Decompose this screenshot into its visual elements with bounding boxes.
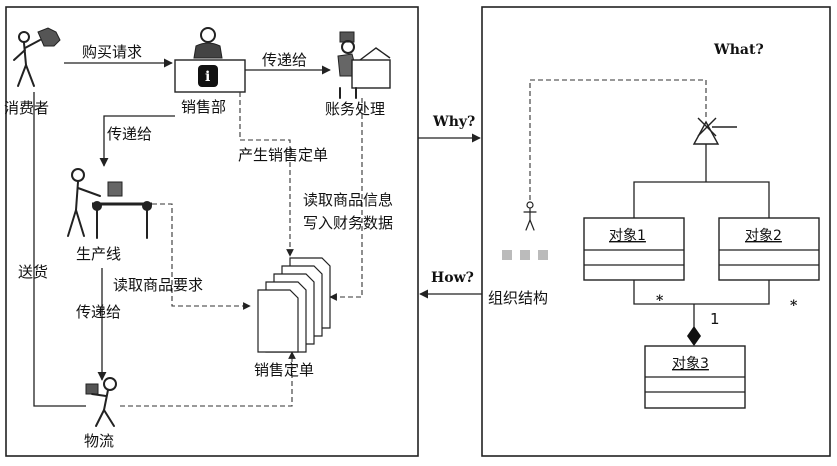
generalization-symbol-icon bbox=[692, 117, 737, 145]
deliver-label: 送货 bbox=[18, 263, 48, 281]
production-line-label: 生产线 bbox=[76, 245, 121, 263]
sales-order-documents-icon bbox=[257, 257, 331, 353]
composition-diamond-icon bbox=[687, 326, 701, 346]
multiplicity-left: * bbox=[656, 293, 664, 309]
object-3-label: 对象3 bbox=[672, 356, 709, 372]
generate-order-label: 产生销售定单 bbox=[238, 146, 328, 164]
transfer-to-production-arrow bbox=[99, 115, 175, 167]
production-line-icon bbox=[67, 168, 152, 239]
read-requirements-arrow bbox=[152, 203, 251, 310]
inheritance-lines bbox=[633, 181, 770, 218]
sales-dept-label: 销售部 bbox=[181, 98, 226, 116]
read-product-info-label-1: 读取商品信息 bbox=[303, 191, 393, 209]
org-structure-label: 组织结构 bbox=[488, 289, 548, 307]
object-1-box bbox=[583, 217, 685, 281]
object-1-label: 对象1 bbox=[609, 228, 646, 244]
read-product-info-label-2: 写入财务数据 bbox=[303, 214, 393, 232]
generate-order-arrow bbox=[239, 92, 294, 257]
logistics-label: 物流 bbox=[84, 432, 114, 450]
why-label: Why? bbox=[432, 114, 475, 130]
consumer-label: 消费者 bbox=[4, 99, 49, 117]
object-2-box bbox=[718, 217, 820, 281]
transfer-to-logistics-label: 传递给 bbox=[76, 303, 121, 321]
org-actor-icon bbox=[523, 201, 537, 231]
composition-lines bbox=[633, 280, 770, 305]
sales-desk-icon: i bbox=[174, 27, 246, 93]
read-product-info-arrow bbox=[329, 98, 363, 301]
business-process-panel bbox=[5, 6, 419, 457]
object-3-box bbox=[644, 345, 746, 409]
transfer-to-accounting-label: 传递给 bbox=[262, 51, 307, 69]
sales-order-label: 销售定单 bbox=[254, 361, 314, 379]
how-label: How? bbox=[431, 270, 474, 286]
object-2-label: 对象2 bbox=[745, 228, 782, 244]
faded-glyphs-icon bbox=[502, 250, 548, 260]
purchase-request-label: 购买请求 bbox=[82, 43, 142, 61]
consumer-figure-icon bbox=[13, 27, 61, 87]
multiplicity-right: * bbox=[790, 298, 798, 314]
logistics-figure-icon bbox=[85, 377, 117, 427]
transfer-to-production-label: 传递给 bbox=[107, 125, 152, 143]
org-dashed-link bbox=[529, 79, 707, 200]
what-label: What? bbox=[713, 42, 764, 58]
multiplicity-one: 1 bbox=[710, 310, 720, 328]
accounting-label: 账务处理 bbox=[325, 100, 385, 118]
object-model-panel bbox=[481, 6, 831, 457]
accounting-desk-icon bbox=[337, 31, 391, 99]
deliver-line bbox=[33, 92, 86, 407]
read-requirements-label: 读取商品要求 bbox=[113, 276, 203, 294]
info-icon: i bbox=[205, 69, 210, 85]
logistics-to-order-arrow bbox=[120, 351, 296, 407]
